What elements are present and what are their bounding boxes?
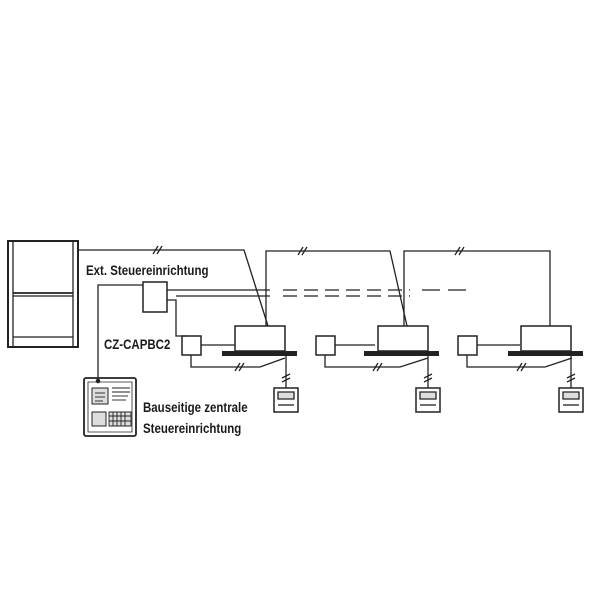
keypad-grid	[109, 412, 131, 426]
central-control-label-line1: Bauseitige zentrale	[143, 399, 248, 415]
external-control-label: Ext. Steuereinrichtung	[86, 262, 209, 278]
remote-controller-2	[416, 356, 440, 412]
adapter-label: CZ-CAPBC2	[104, 336, 171, 352]
interunit-wiring	[266, 247, 550, 326]
central-control-device	[84, 378, 136, 436]
remote-controller-1	[274, 356, 298, 412]
external-control-box	[98, 282, 187, 378]
indoor-unit-3	[508, 326, 583, 356]
remote-controller-3	[559, 356, 583, 412]
central-control-label-line2: Steuereinrichtung	[143, 420, 242, 436]
outdoor-unit	[8, 241, 78, 347]
indoor-unit-1	[222, 326, 297, 356]
adapter-boxes	[182, 336, 572, 371]
indoor-unit-2	[364, 326, 439, 356]
external-control-lines	[167, 290, 470, 296]
main-wiring-line	[78, 246, 268, 326]
